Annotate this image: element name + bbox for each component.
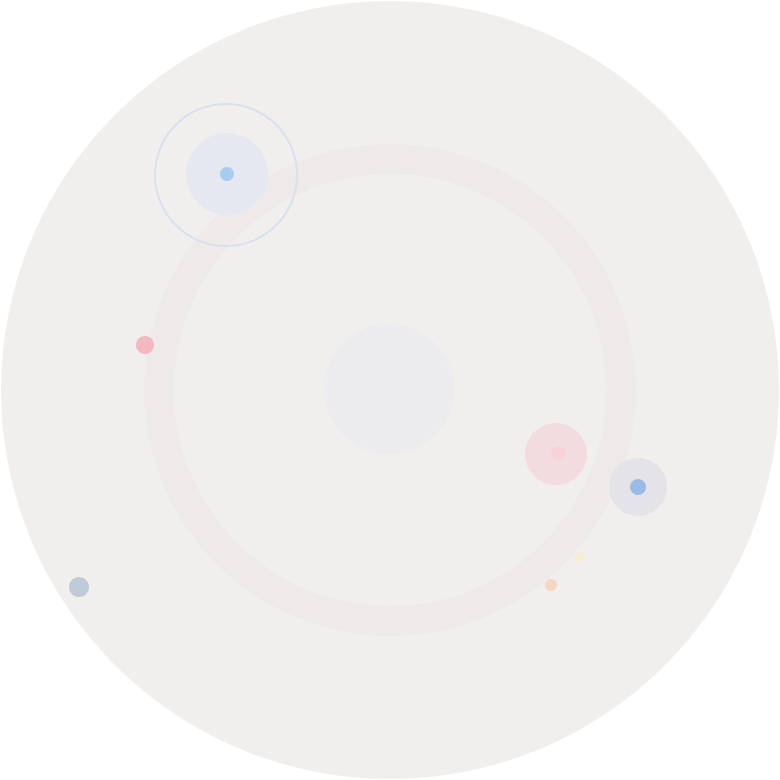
dot-slate	[69, 577, 89, 597]
planet-dot-pink	[551, 446, 565, 460]
planet-ring-blue	[154, 103, 298, 247]
center-core	[324, 324, 454, 454]
dot-pale-yellow	[575, 552, 585, 562]
planet-dot-blue	[630, 479, 646, 495]
orbit-ring	[144, 144, 636, 636]
dot-peach	[545, 579, 557, 591]
planet-dot-light-blue	[220, 167, 234, 181]
dot-pink	[136, 336, 154, 354]
